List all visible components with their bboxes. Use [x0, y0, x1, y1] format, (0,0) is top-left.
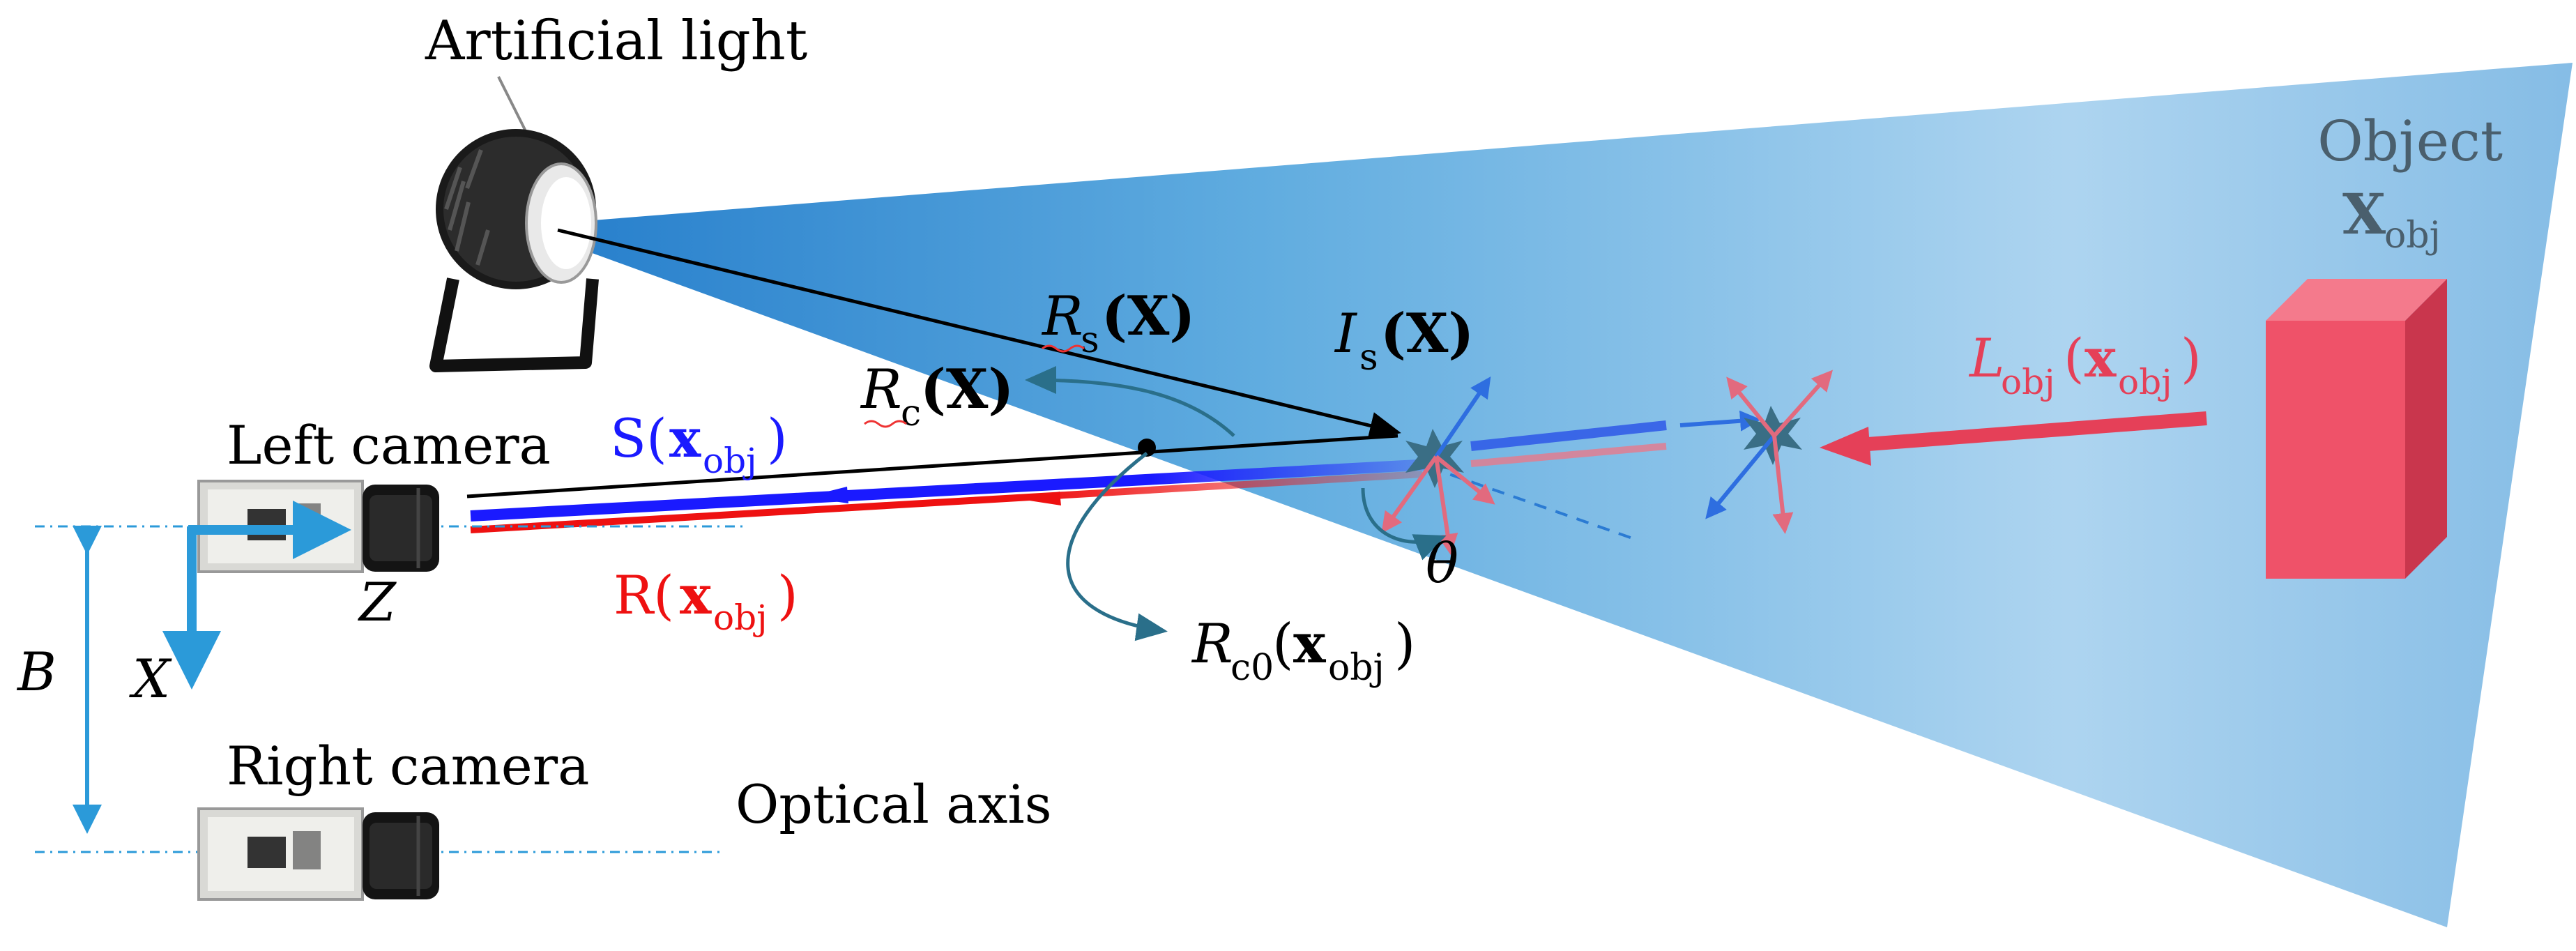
svg-text:): )	[767, 407, 788, 469]
svg-text:): )	[2181, 327, 2202, 389]
svg-text:S(: S(	[610, 407, 667, 469]
object-title: Object	[2317, 109, 2503, 174]
svg-text:obj: obj	[1328, 647, 1385, 689]
scatter-point-near	[1381, 376, 1495, 555]
rc-arc	[1025, 366, 1235, 437]
ray-rc	[466, 434, 1398, 499]
svg-text:obj: obj	[2384, 215, 2441, 257]
svg-text:I: I	[1334, 303, 1358, 365]
scatter-point-far	[1705, 370, 1833, 534]
svg-text:x: x	[669, 407, 701, 469]
svg-text:R: R	[860, 358, 902, 421]
object-box	[2266, 279, 2447, 579]
baseline-label: B	[16, 641, 56, 703]
label-rs: R s (X)	[1041, 284, 1195, 361]
dashed-continuation	[1428, 466, 1639, 542]
svg-text:): )	[1394, 613, 1415, 676]
label-is: I s (X)	[1334, 302, 1474, 379]
svg-text:(: (	[2064, 327, 2085, 389]
svg-text:R: R	[1041, 285, 1083, 348]
label-rc0: R c0 ( x obj )	[1191, 612, 1415, 689]
svg-text:L: L	[1968, 327, 2004, 389]
label-signal: S( x obj )	[610, 407, 788, 481]
svg-text:X: X	[2342, 181, 2386, 247]
svg-text:s: s	[1081, 319, 1099, 361]
svg-text:(X): (X)	[1380, 302, 1474, 365]
left-camera-label: Left camera	[227, 414, 551, 476]
ray-rs	[557, 228, 1401, 440]
svg-text:R(: R(	[613, 564, 674, 626]
svg-text:c: c	[901, 393, 921, 434]
axis-z-label: Z	[358, 571, 397, 633]
svg-text:x: x	[2085, 327, 2117, 389]
reflect-line	[470, 471, 1423, 533]
svg-text:obj: obj	[2118, 362, 2172, 402]
rc0-point	[1138, 439, 1156, 457]
label-lobj: L obj ( x obj )	[1968, 327, 2202, 402]
label-rc: R c (X)	[860, 358, 1014, 434]
svg-text:(X): (X)	[1102, 284, 1195, 348]
theta-arc	[1361, 487, 1447, 561]
right-camera-icon	[197, 807, 439, 901]
rc0-curve	[1066, 452, 1168, 641]
signal-line	[470, 458, 1444, 522]
theta-label: θ	[1426, 533, 1458, 595]
signal-arrowhead	[805, 487, 848, 503]
object-symbol: X obj	[2342, 181, 2441, 257]
optical-axis-label: Optical axis	[736, 773, 1052, 835]
svg-text:obj: obj	[703, 441, 757, 481]
svg-text:(X): (X)	[920, 358, 1014, 421]
svg-text:c0: c0	[1230, 647, 1274, 689]
light-beam	[558, 63, 2573, 927]
reflect-segment-far	[1470, 443, 1667, 467]
axis-x-label: X	[129, 648, 172, 710]
artificial-light-label: Artificial light	[425, 10, 807, 73]
label-reflect: R( x obj )	[613, 564, 798, 638]
reflect-arrowhead	[1025, 492, 1061, 505]
svg-text:obj: obj	[713, 598, 768, 638]
svg-text:R: R	[1191, 613, 1233, 676]
artificial-light-icon	[429, 76, 599, 372]
svg-text:(: (	[1272, 613, 1293, 676]
svg-text:): )	[777, 564, 798, 626]
svg-text:s: s	[1359, 337, 1378, 379]
svg-text:x: x	[1293, 612, 1327, 676]
right-camera-label: Right camera	[227, 735, 589, 797]
svg-text:obj: obj	[2001, 362, 2055, 402]
lobj-arrowhead	[1820, 427, 1871, 466]
svg-text:x: x	[680, 564, 712, 626]
lobj-arrow	[1840, 411, 2207, 453]
signal-segment-far2	[1679, 410, 1761, 432]
signal-segment-far	[1470, 420, 1667, 451]
